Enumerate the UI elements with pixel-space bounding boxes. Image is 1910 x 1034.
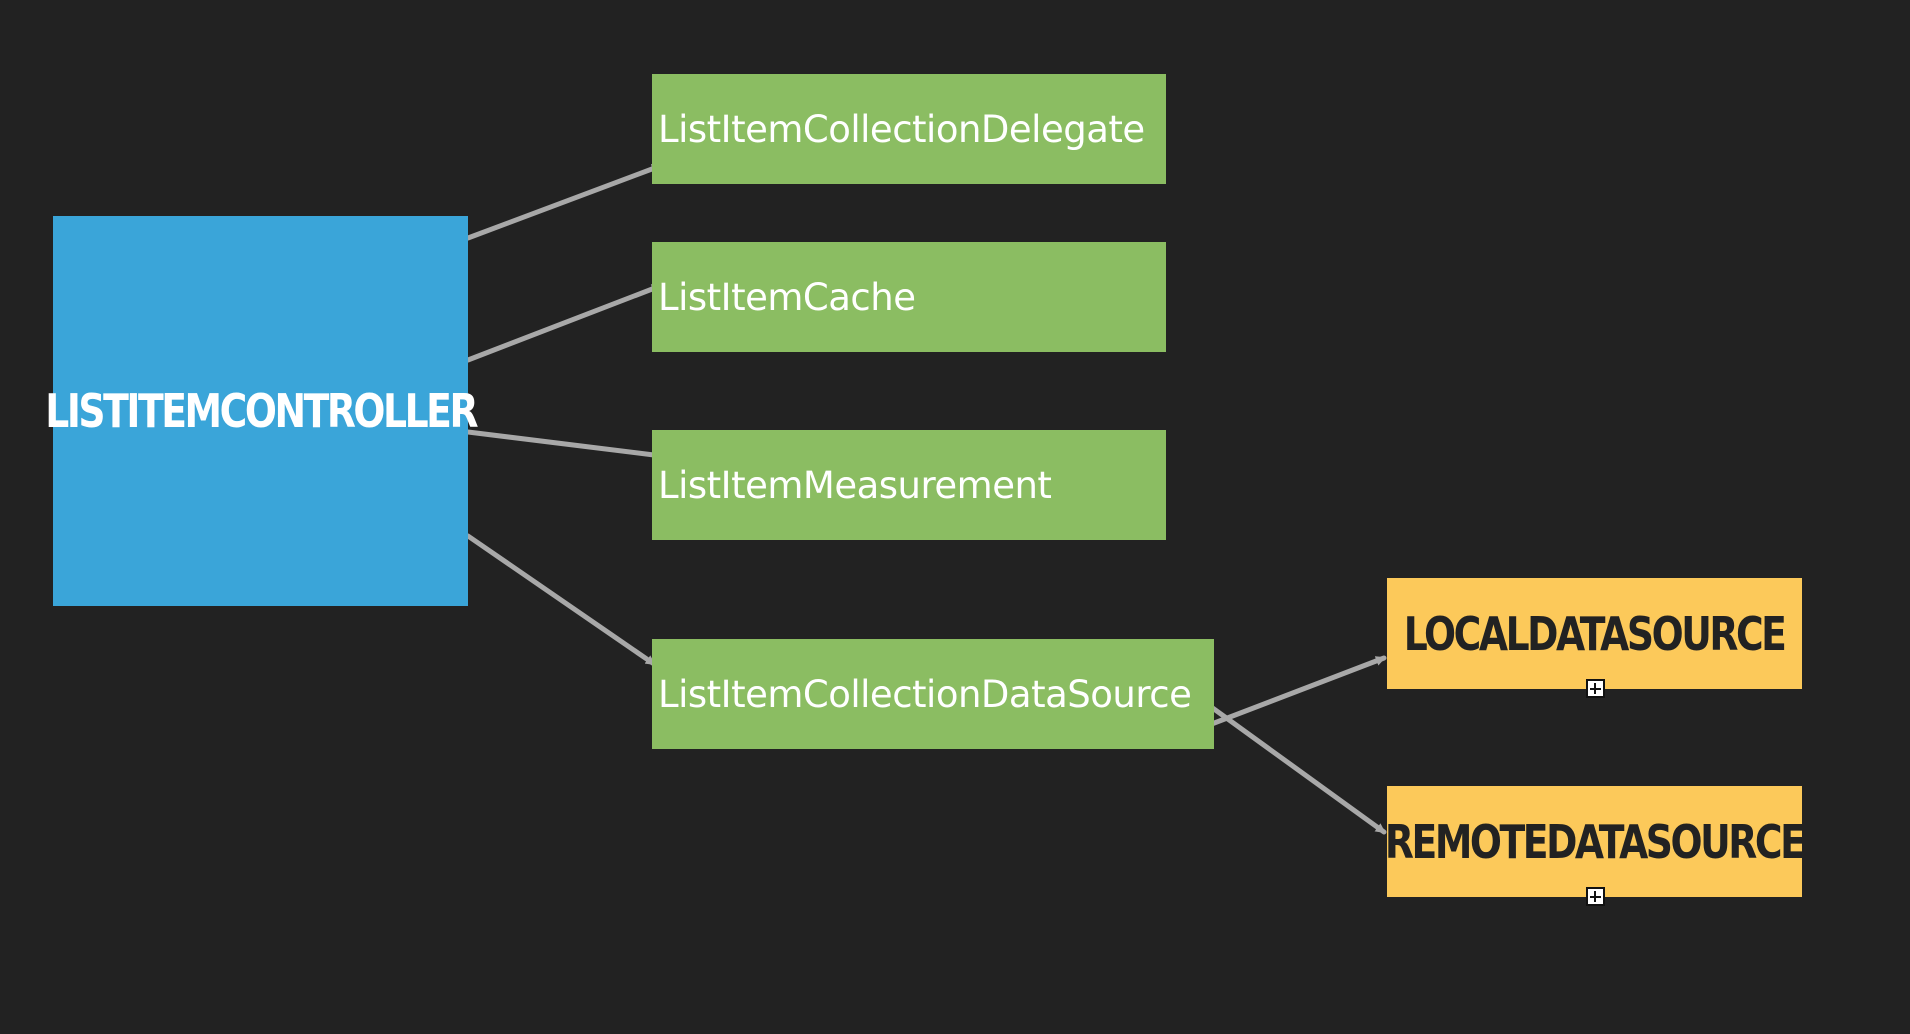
node-label: ListItemCollectionDataSource bbox=[658, 672, 1192, 716]
node-remotedatasource[interactable]: REMOTEDATASOURCE bbox=[1385, 786, 1806, 906]
node-listitemcollectiondelegate[interactable]: ListItemCollectionDelegate bbox=[652, 74, 1166, 184]
expand-plus-icon[interactable] bbox=[1585, 679, 1605, 698]
node-label: LISTITEMCONTROLLER bbox=[45, 384, 478, 438]
node-listitemmeasurement[interactable]: ListItemMeasurement bbox=[652, 430, 1166, 540]
node-listitemcontroller[interactable]: LISTITEMCONTROLLER bbox=[45, 216, 478, 606]
node-label: ListItemCollectionDelegate bbox=[658, 107, 1145, 151]
expand-plus-icon[interactable] bbox=[1585, 887, 1605, 906]
node-label: LOCALDATASOURCE bbox=[1404, 606, 1787, 661]
node-localdatasource[interactable]: LOCALDATASOURCE bbox=[1387, 578, 1802, 698]
node-label: ListItemCache bbox=[658, 275, 916, 319]
edge-datasource-to-local bbox=[1193, 655, 1387, 733]
node-label: REMOTEDATASOURCE bbox=[1385, 814, 1806, 869]
edge-controller-to-cache bbox=[465, 283, 663, 363]
edge-controller-to-measurement bbox=[465, 429, 665, 460]
node-label: ListItemMeasurement bbox=[658, 463, 1052, 507]
edge-controller-to-delegate bbox=[465, 163, 663, 241]
edge-controller-to-datasource bbox=[465, 533, 657, 667]
node-listitemcache[interactable]: ListItemCache bbox=[652, 242, 1166, 352]
node-listitemcollectiondatasource[interactable]: ListItemCollectionDataSource bbox=[652, 639, 1214, 749]
edge-datasource-to-remote bbox=[1193, 693, 1387, 835]
